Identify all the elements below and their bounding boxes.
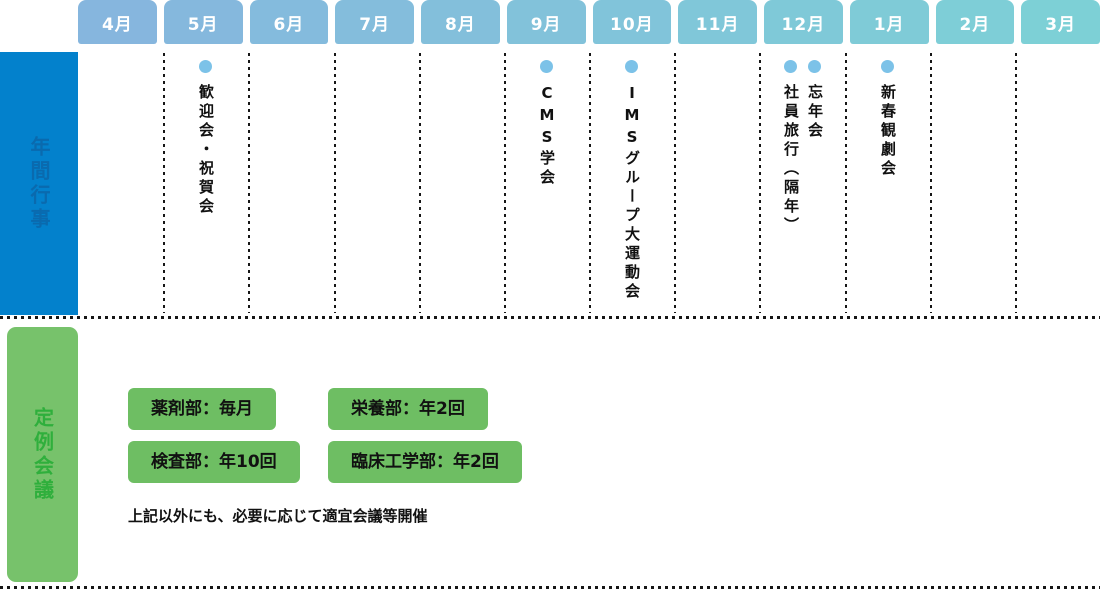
meetings-note-text: 上記以外にも、必要に応じて適宜会議等開催: [128, 507, 428, 525]
month-cell-apr: 4月: [78, 0, 157, 44]
event-group-january: 新春観劇会: [845, 60, 930, 179]
event-item: 新春観劇会: [879, 60, 897, 179]
event-dot-icon: [199, 60, 212, 73]
column-grid-line: [759, 53, 761, 313]
event-dot-icon: [808, 60, 821, 73]
month-cell-sep: 9月: [506, 0, 586, 44]
meeting-box-nutrition: 栄養部：年2回: [328, 388, 488, 430]
meeting-box-laboratory: 検査部：年10回: [128, 441, 300, 483]
column-grid-line: [589, 53, 591, 313]
regular-meetings-label: 定例会議: [30, 406, 55, 503]
column-grid-line: [163, 53, 165, 313]
event-group-october: IMSグループ大運動会: [589, 60, 674, 302]
column-grid-line: [930, 53, 932, 313]
month-cell-dec: 12月: [764, 0, 843, 44]
event-item: 社員旅行（隔年）: [782, 60, 800, 236]
event-label: 忘年会: [806, 84, 824, 141]
meeting-box-pharmacy: 薬剤部：毎月: [128, 388, 276, 430]
column-grid-line: [845, 53, 847, 313]
event-dot-icon: [625, 60, 638, 73]
event-label: 新春観劇会: [879, 84, 897, 179]
event-item: CMS学会: [538, 60, 556, 188]
month-header-row: 4月 5月 6月 7月 8月 9月 10月 11月 12月 1月 2月 3月: [78, 0, 1100, 44]
column-grid-line: [674, 53, 676, 313]
annual-events-label: 年間行事: [27, 135, 51, 232]
bottom-divider-line: [0, 586, 1100, 589]
column-grid-line: [248, 53, 250, 313]
month-cell-jan: 1月: [849, 0, 929, 44]
month-cell-mar: 3月: [1021, 0, 1100, 44]
event-label: 社員旅行（隔年）: [782, 84, 800, 236]
annual-events-band: 年間行事: [0, 52, 78, 315]
column-grid-line: [334, 53, 336, 313]
event-group-may: 歓迎会・祝賀会: [163, 60, 248, 217]
event-group-december: 忘年会 社員旅行（隔年）: [760, 60, 845, 236]
month-cell-feb: 2月: [935, 0, 1015, 44]
regular-meetings-band: 定例会議: [7, 327, 78, 582]
event-dot-icon: [540, 60, 553, 73]
event-item: IMSグループ大運動会: [623, 60, 641, 302]
event-label: IMSグループ大運動会: [623, 84, 641, 302]
month-cell-jul: 7月: [335, 0, 414, 44]
column-grid-line: [419, 53, 421, 313]
event-item: 忘年会: [806, 60, 824, 236]
month-cell-may: 5月: [163, 0, 243, 44]
column-grid-line: [1015, 53, 1017, 313]
month-cell-oct: 10月: [592, 0, 672, 44]
column-grid-line: [504, 53, 506, 313]
section-divider-line: [0, 316, 1100, 319]
month-cell-nov: 11月: [678, 0, 757, 44]
event-label: 歓迎会・祝賀会: [197, 84, 215, 217]
month-cell-aug: 8月: [421, 0, 500, 44]
meeting-box-clinical-engineering: 臨床工学部：年2回: [328, 441, 522, 483]
event-item: 歓迎会・祝賀会: [197, 60, 215, 217]
event-group-september: CMS学会: [504, 60, 589, 188]
event-label: CMS学会: [538, 84, 556, 188]
month-cell-jun: 6月: [249, 0, 329, 44]
event-dot-icon: [784, 60, 797, 73]
event-dot-icon: [881, 60, 894, 73]
